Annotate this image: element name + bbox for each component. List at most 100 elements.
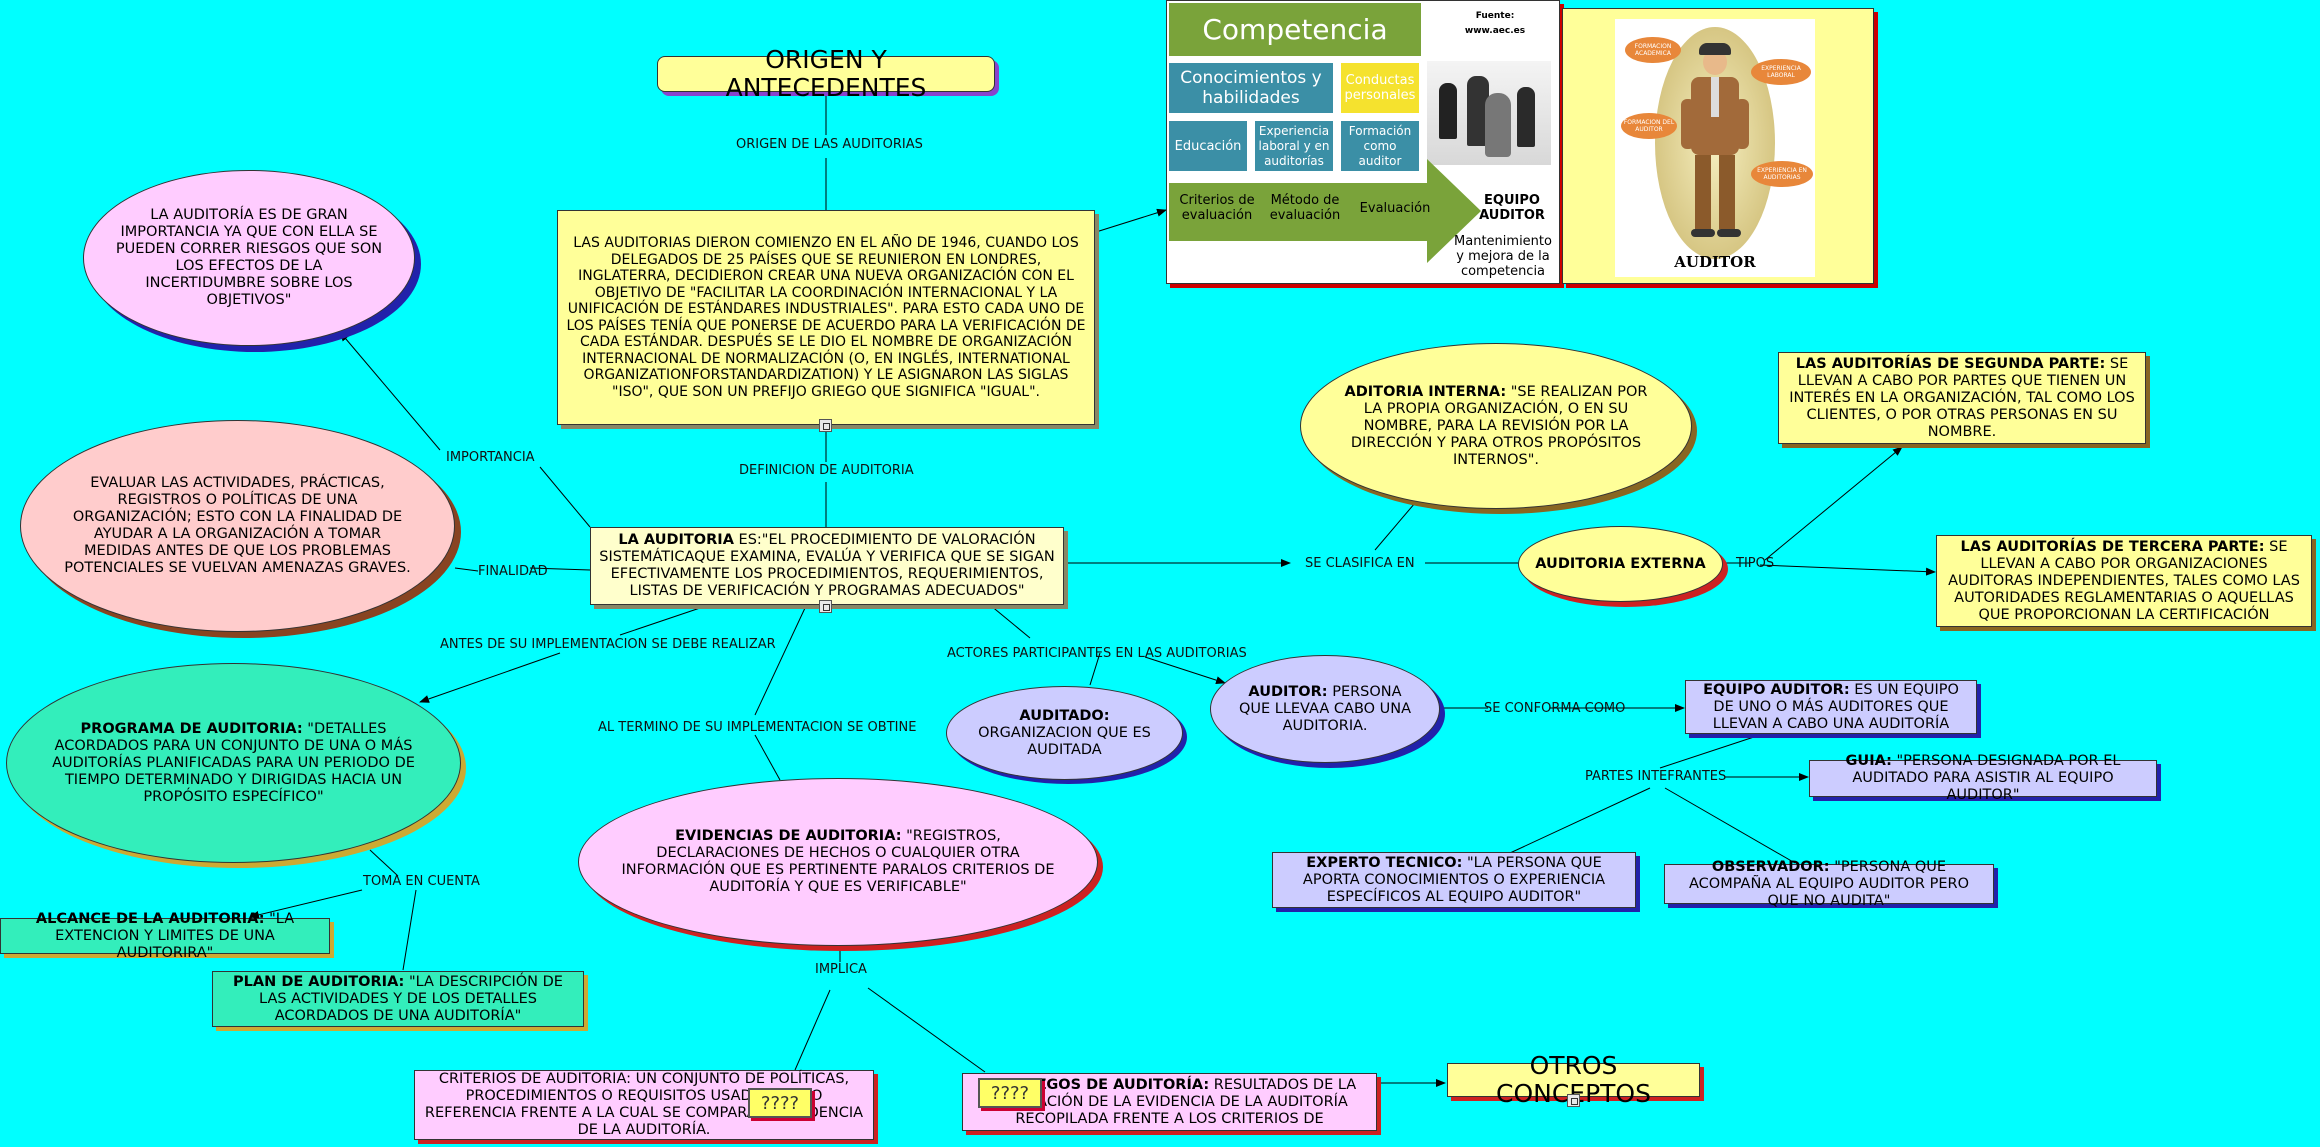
hallazgos-body: RESULTADOS DE LA EVALUACIÓN DE LA EVIDEN… <box>991 1076 1357 1127</box>
programa-text: PROGRAMA DE AUDITORIA: "DETALLES ACORDAD… <box>47 721 420 806</box>
link-label-toma: TOMA EN CUENTA <box>363 874 480 889</box>
auditoria-definicion-node[interactable]: LA AUDITORIA ES:"EL PROCEDIMIENTO DE VAL… <box>590 527 1064 605</box>
competencia-evaluacion: Evaluación <box>1359 200 1431 216</box>
competencia-image[interactable]: Competencia Fuente: www.aec.es Conocimie… <box>1166 0 1560 284</box>
competencia-mantenimiento: Mantenimiento y mejora de la competencia <box>1454 233 1552 279</box>
expand-icon-3[interactable] <box>1567 1094 1580 1107</box>
unknown-icon-1[interactable]: ???? <box>748 1088 812 1118</box>
segunda-text: LAS AUDITORÍAS DE SEGUNDA PARTE: SE LLEV… <box>1787 356 2137 441</box>
competencia-criterios: Criterios de evaluación <box>1179 193 1255 223</box>
link-label-importancia: IMPORTANCIA <box>446 450 535 465</box>
segunda-body: SE LLEVAN A CABO POR PARTES QUE TIENEN U… <box>1789 355 2135 440</box>
plan-body: "LA DESCRIPCIÓN DE LAS ACTIVIDADES Y DE … <box>259 973 563 1024</box>
bubble-formacion-academica: FORMACION ACADEMICA <box>1625 37 1681 63</box>
link-label-origen: ORIGEN DE LAS AUDITORIAS <box>736 137 923 152</box>
link-label-termino: AL TERMINO DE SU IMPLEMENTACION SE OBTIN… <box>598 720 917 735</box>
auditor-image[interactable]: FORMACION ACADEMICA EXPERIENCIA LABORAL … <box>1562 8 1874 284</box>
observador-bold: OBSERVADOR: <box>1711 858 1830 875</box>
segunda-bold: LAS AUDITORÍAS DE SEGUNDA PARTE: <box>1795 355 2106 372</box>
tercera-bold: LAS AUDITORÍAS DE TERCERA PARTE: <box>1960 538 2265 555</box>
competencia-formacion: Formación como auditor <box>1341 121 1419 171</box>
auditor-illustration: FORMACION ACADEMICA EXPERIENCIA LABORAL … <box>1615 19 1815 277</box>
auditoria-definicion-bold: LA AUDITORIA <box>618 532 734 548</box>
observador-text: OBSERVADOR: "PERSONA QUE ACOMPAÑA AL EQU… <box>1673 859 1985 910</box>
bubble-formacion-auditor: FORMACION DEL AUDITOR <box>1621 113 1677 139</box>
auditor-text: AUDITOR: PERSONA QUE LLEVAA CABO UNA AUD… <box>1231 684 1419 735</box>
competencia-source: Fuente: www.aec.es <box>1464 11 1526 36</box>
auditoria-interna-node[interactable]: ADITORIA INTERNA: "SE REALIZAN POR LA PR… <box>1300 343 1692 509</box>
expand-icon[interactable] <box>819 419 832 432</box>
bubble-experiencia-laboral: EXPERIENCIA LABORAL <box>1751 59 1811 85</box>
competencia-equipo: EQUIPO AUDITOR <box>1479 193 1545 223</box>
competencia-educacion: Educación <box>1169 121 1247 171</box>
auditado-node[interactable]: AUDITADO: ORGANIZACION QUE ES AUDITADA <box>946 686 1183 780</box>
equipo-text: EQUIPO AUDITOR: ES UN EQUIPO DE UNO O MÁ… <box>1694 682 1968 733</box>
historia-text: LAS AUDITORIAS DIERON COMIENZO EN EL AÑO… <box>566 235 1086 400</box>
equipo-bold: EQUIPO AUDITOR: <box>1703 681 1850 698</box>
link-label-antes: ANTES DE SU IMPLEMENTACION SE DEBE REALI… <box>440 637 776 652</box>
auditor-bold: AUDITOR: <box>1248 683 1328 700</box>
auditor-caption: AUDITOR <box>1674 253 1756 271</box>
equipo-auditor-node[interactable]: EQUIPO AUDITOR: ES UN EQUIPO DE UNO O MÁ… <box>1685 680 1977 734</box>
people-photo <box>1427 61 1551 165</box>
auditoria-definicion-text: LA AUDITORIA ES:"EL PROCEDIMIENTO DE VAL… <box>599 532 1055 600</box>
alcance-body: "LA EXTENCION Y LIMITES DE UNA AUDITORIR… <box>55 910 295 961</box>
auditoria-externa-node[interactable]: AUDITORIA EXTERNA <box>1518 526 1723 602</box>
evidencias-text: EVIDENCIAS DE AUDITORIA: "REGISTROS, DEC… <box>619 828 1057 896</box>
auditoria-definicion-body: ES:"EL PROCEDIMIENTO DE VALORACIÓN SISTE… <box>599 532 1055 599</box>
origen-title-node[interactable]: ORIGEN Y ANTECEDENTES <box>657 46 995 102</box>
experto-body: "LA PERSONA QUE APORTA CONOCIMIENTOS O E… <box>1302 854 1606 905</box>
plan-bold: PLAN DE AUDITORIA: <box>233 973 405 990</box>
alcance-node[interactable]: ALCANCE DE LA AUDITORIA: "LA EXTENCION Y… <box>0 911 330 961</box>
equipo-body: ES UN EQUIPO DE UNO O MÁS AUDITORES QUE … <box>1712 681 1959 732</box>
observador-node[interactable]: OBSERVADOR: "PERSONA QUE ACOMPAÑA AL EQU… <box>1664 859 1994 909</box>
externa-text: AUDITORIA EXTERNA <box>1535 555 1706 572</box>
expand-icon-2[interactable] <box>819 600 832 613</box>
programa-bold: PROGRAMA DE AUDITORIA: <box>80 720 303 737</box>
observador-body: "PERSONA QUE ACOMPAÑA AL EQUIPO AUDITOR … <box>1689 858 1969 909</box>
experto-bold: EXPERTO TECNICO: <box>1306 854 1463 871</box>
alcance-text: ALCANCE DE LA AUDITORIA: "LA EXTENCION Y… <box>7 911 323 962</box>
link-label-definicion: DEFINICION DE AUDITORIA <box>739 463 914 478</box>
link-label-conforma: SE CONFORMA COMO <box>1484 701 1626 716</box>
evidencias-body: "REGISTROS, DECLARACIONES DE HECHOS O CU… <box>621 828 1055 895</box>
auditor-node[interactable]: AUDITOR: PERSONA QUE LLEVAA CABO UNA AUD… <box>1210 655 1440 763</box>
segunda-parte-node[interactable]: LAS AUDITORÍAS DE SEGUNDA PARTE: SE LLEV… <box>1778 352 2146 444</box>
evidencias-bold: EVIDENCIAS DE AUDITORIA: <box>675 828 902 844</box>
link-label-clasifica: SE CLASIFICA EN <box>1305 556 1415 571</box>
plan-text: PLAN DE AUDITORIA: "LA DESCRIPCIÓN DE LA… <box>221 974 575 1025</box>
tercera-body: SE LLEVAN A CABO POR ORGANIZACIONES AUDI… <box>1948 538 2300 623</box>
importancia-node[interactable]: LA AUDITORÍA ES DE GRAN IMPORTANCIA YA Q… <box>83 170 415 346</box>
otros-conceptos-node[interactable]: OTROS CONCEPTOS <box>1447 1052 1700 1108</box>
tercera-parte-node[interactable]: LAS AUDITORÍAS DE TERCERA PARTE: SE LLEV… <box>1936 535 2312 627</box>
guia-node[interactable]: GUIA: "PERSONA DESIGNADA POR EL AUDITADO… <box>1809 753 2157 803</box>
tercera-text: LAS AUDITORÍAS DE TERCERA PARTE: SE LLEV… <box>1945 539 2303 624</box>
criterios-text: CRITERIOS DE AUDITORIA: UN CONJUNTO DE P… <box>424 1071 864 1138</box>
evaluacion-arrow <box>1169 159 1481 263</box>
programa-body: "DETALLES ACORDADOS PARA UN CONJUNTO DE … <box>52 720 415 805</box>
link-label-finalidad: FINALIDAD <box>478 564 548 579</box>
interna-body: "SE REALIZAN POR LA PROPIA ORGANIZACIÓN,… <box>1350 383 1648 468</box>
competencia-title: Competencia <box>1169 3 1421 56</box>
finalidad-node[interactable]: EVALUAR LAS ACTIVIDADES, PRÁCTICAS, REGI… <box>20 420 455 632</box>
programa-node[interactable]: PROGRAMA DE AUDITORIA: "DETALLES ACORDAD… <box>6 663 461 863</box>
auditado-body: ORGANIZACION QUE ES AUDITADA <box>978 724 1151 758</box>
link-label-partes: PARTES INTEFRANTES <box>1585 769 1727 784</box>
historia-node[interactable]: LAS AUDITORIAS DIERON COMIENZO EN EL AÑO… <box>557 210 1095 425</box>
experto-node[interactable]: EXPERTO TECNICO: "LA PERSONA QUE APORTA … <box>1272 852 1636 908</box>
evidencias-node[interactable]: EVIDENCIAS DE AUDITORIA: "REGISTROS, DEC… <box>578 778 1098 946</box>
competencia-metodo: Método de evaluación <box>1269 193 1341 223</box>
link-label-tipos: TIPOS <box>1736 556 1775 571</box>
alcance-bold: ALCANCE DE LA AUDITORIA: <box>35 910 265 927</box>
qmarks-1: ???? <box>760 1092 800 1114</box>
plan-node[interactable]: PLAN DE AUDITORIA: "LA DESCRIPCIÓN DE LA… <box>212 971 584 1027</box>
auditado-text: AUDITADO: ORGANIZACION QUE ES AUDITADA <box>967 708 1162 759</box>
auditado-bold: AUDITADO: <box>1019 707 1110 724</box>
unknown-icon-2[interactable]: ???? <box>978 1078 1042 1108</box>
qmarks-2: ???? <box>990 1082 1030 1104</box>
guia-body: "PERSONA DESIGNADA POR EL AUDITADO PARA … <box>1852 753 2121 803</box>
experto-text: EXPERTO TECNICO: "LA PERSONA QUE APORTA … <box>1281 855 1627 906</box>
interna-text: ADITORIA INTERNA: "SE REALIZAN POR LA PR… <box>1341 384 1651 469</box>
